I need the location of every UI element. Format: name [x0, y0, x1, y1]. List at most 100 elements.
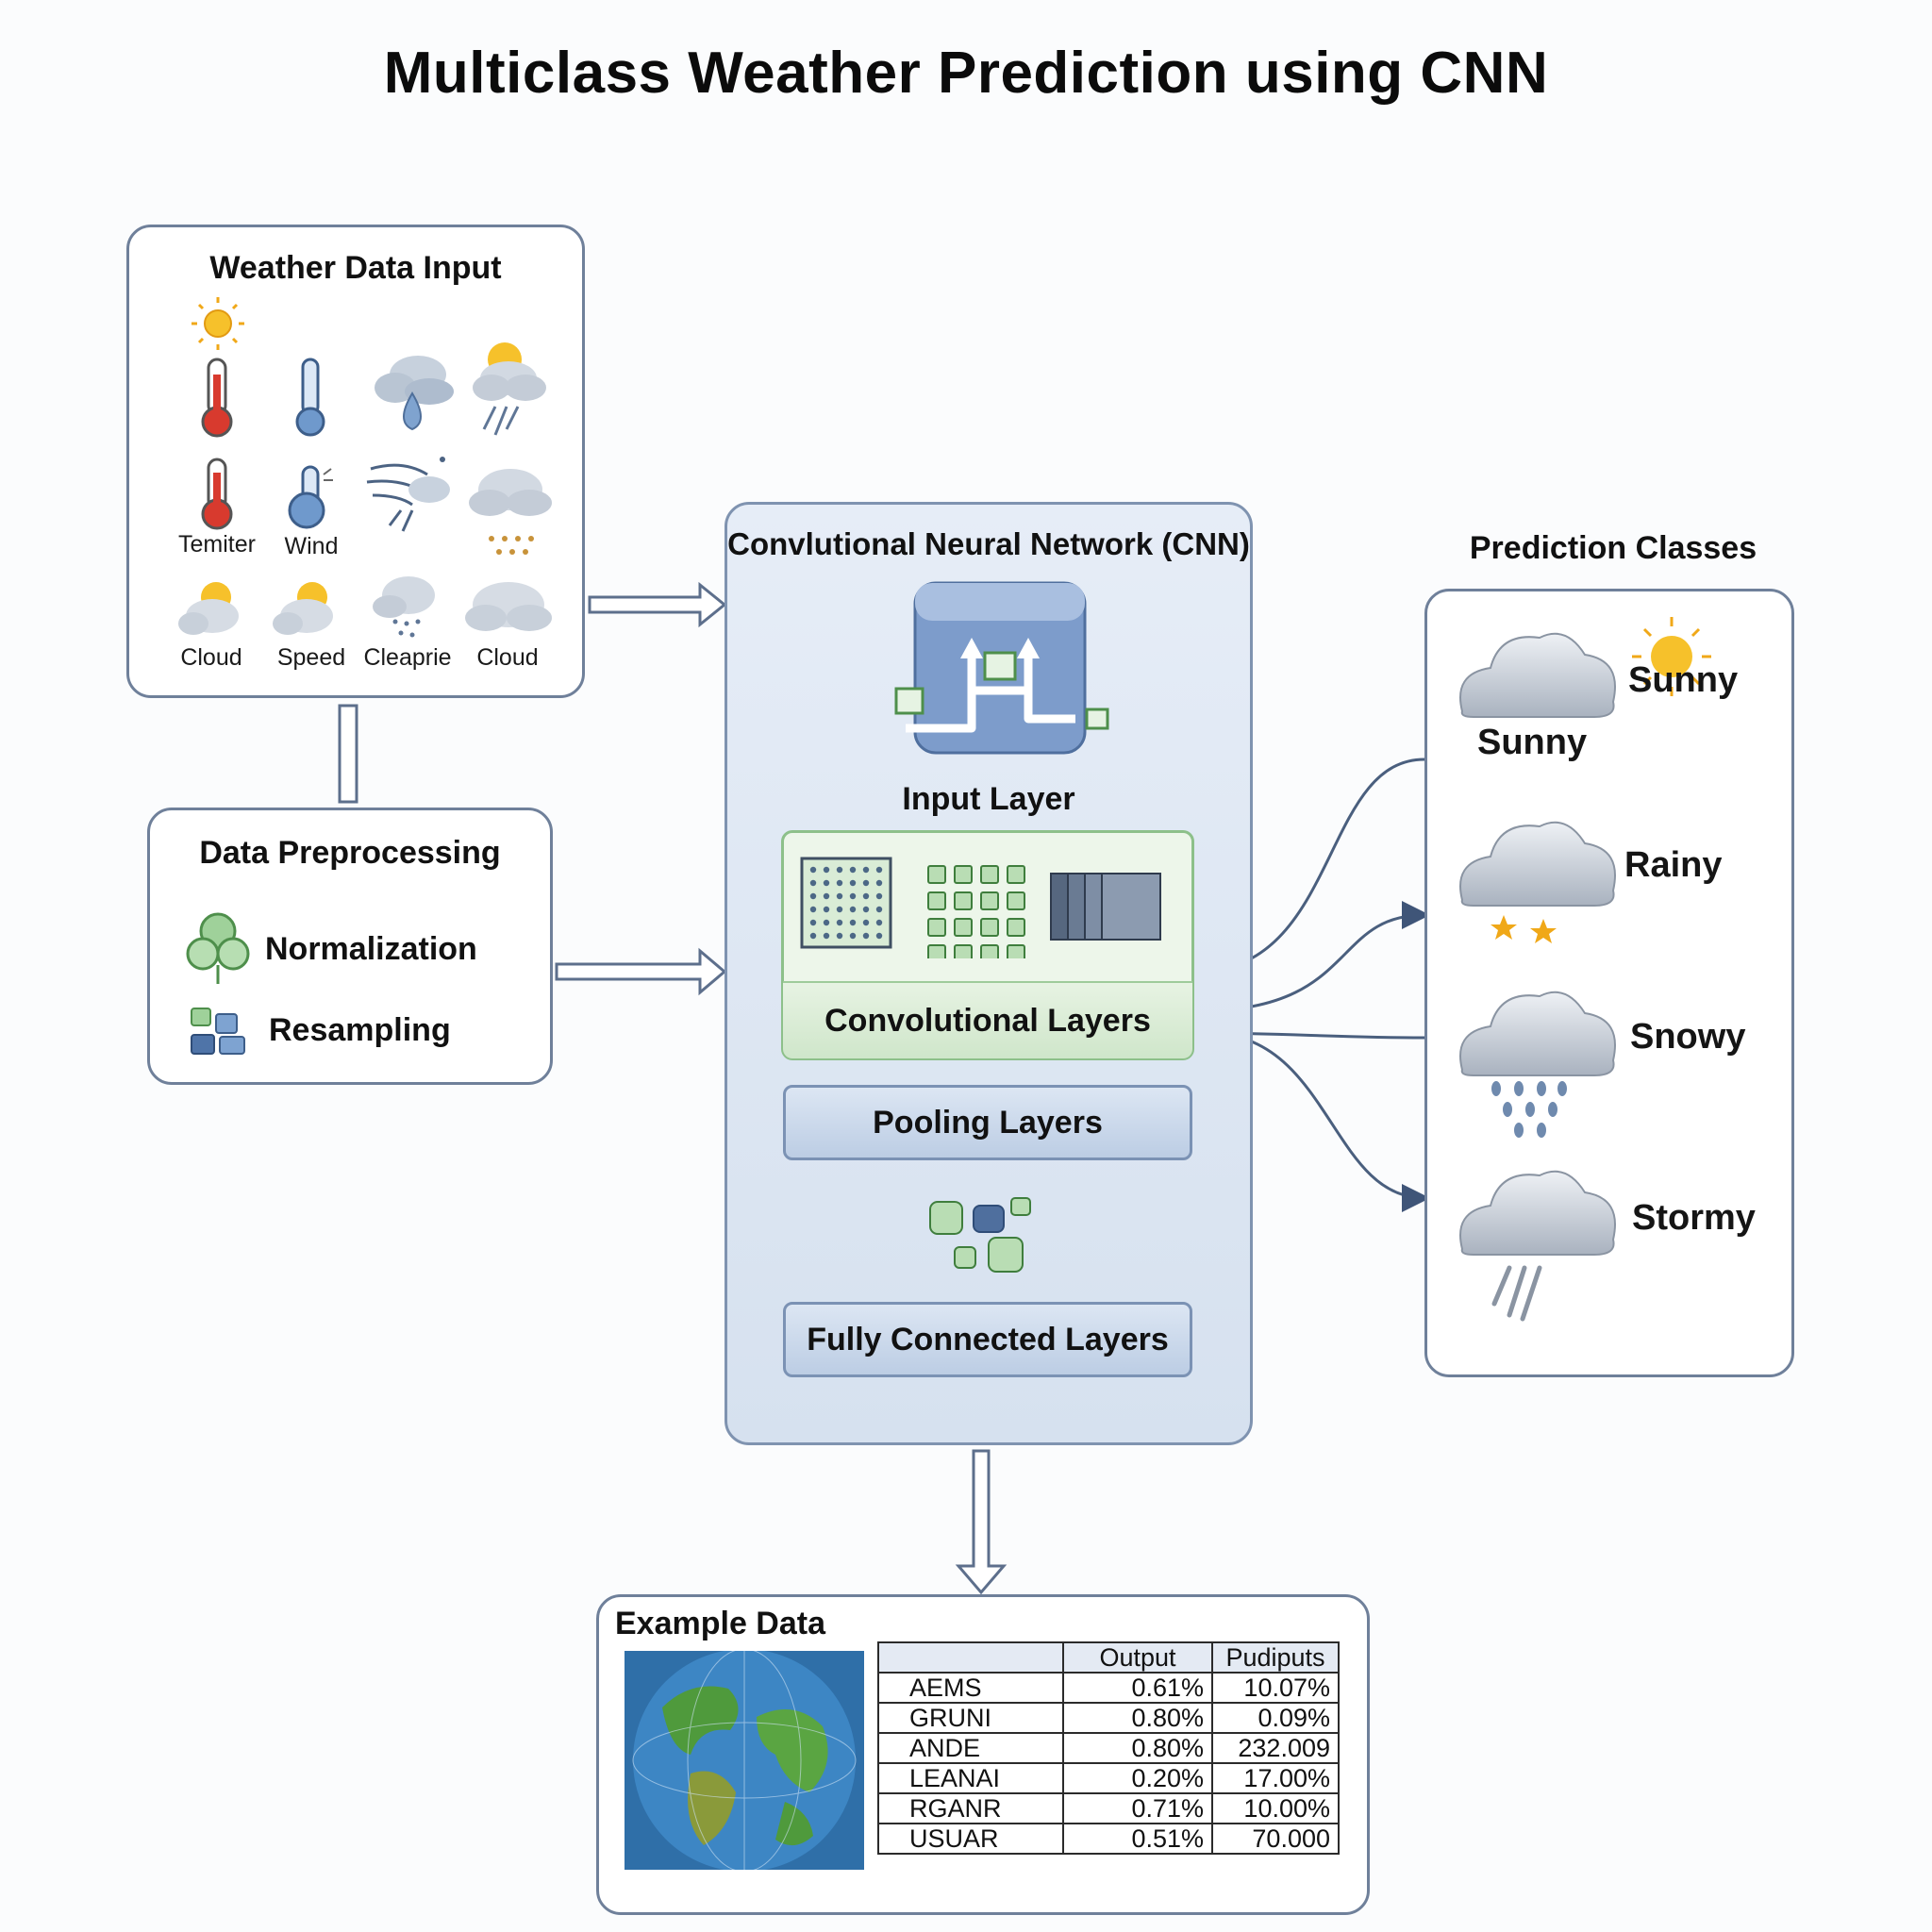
grid-dot	[836, 866, 843, 874]
preprocessing-item-resampling: Resampling	[269, 1012, 451, 1048]
grid-dot	[862, 906, 870, 913]
input-layer-network-icon	[894, 581, 1109, 755]
icon-label-speed: Speed	[276, 644, 346, 671]
wind-cloud-icon	[366, 457, 450, 532]
preprocessing-title: Data Preprocessing	[199, 835, 501, 871]
thermometer-blue-icon-2	[288, 465, 333, 529]
sun-cloud-rain-icon	[473, 342, 546, 436]
example-data-title: Example Data	[615, 1606, 825, 1641]
kernel-cell	[1007, 891, 1025, 910]
kernel-cell	[954, 865, 973, 884]
grid-dot	[809, 919, 817, 926]
fully-connected-nodes-icon	[929, 1197, 1031, 1273]
prediction-label-sunny: Sunny	[1477, 723, 1588, 762]
table-cell: 0.51%	[1062, 1823, 1213, 1855]
kernel-cell	[927, 865, 946, 884]
kernel-cell	[1007, 865, 1025, 884]
conv-kernel-grid	[927, 865, 1025, 958]
kernel-cell	[927, 891, 946, 910]
weather-input-panel: Weather Data Input	[126, 225, 585, 698]
grid-dot	[823, 879, 830, 887]
table-cell: 232.009	[1211, 1732, 1340, 1764]
icon-label-cloud: Cloud	[180, 644, 242, 671]
hollow-arrow-preproc-to-cnn	[555, 947, 727, 996]
cloud-icon-stormy	[1459, 1170, 1616, 1322]
grid-dot	[836, 919, 843, 926]
thermometer-blue-icon	[295, 358, 325, 437]
grid-dot	[875, 932, 883, 940]
sun-icon-sunny	[1632, 617, 1711, 696]
sun-cloud-icon-1	[178, 582, 239, 635]
grid-dot	[849, 879, 857, 887]
table-cell: USUAR	[877, 1823, 1064, 1855]
grid-dot	[836, 879, 843, 887]
kernel-cell	[954, 944, 973, 958]
kernel-cell	[980, 891, 999, 910]
preprocessing-icons	[186, 912, 250, 1055]
grid-dot	[836, 932, 843, 940]
table-cell: AEMS	[877, 1672, 1064, 1704]
grid-dot	[862, 892, 870, 900]
grid-dot	[823, 892, 830, 900]
grid-dot	[849, 892, 857, 900]
globe-image	[625, 1651, 864, 1870]
grid-dot	[875, 892, 883, 900]
table-cell: 0.71%	[1062, 1792, 1213, 1824]
cloud-rain-dots-icon	[469, 469, 552, 555]
cloud-icon-snowy	[1459, 991, 1616, 1138]
table-cell: 10.07%	[1211, 1672, 1340, 1704]
grid-dot	[849, 932, 857, 940]
fully-connected-layers-box: Fully Connected Layers	[783, 1302, 1192, 1377]
hollow-arrow-input-to-cnn	[588, 581, 727, 628]
normalization-icon	[186, 912, 250, 984]
table-header-cell	[877, 1641, 1064, 1674]
table-header-row: Output Pudiputs	[877, 1641, 1340, 1674]
grid-dot	[875, 906, 883, 913]
preprocessing-panel: Data Preprocessing Normalization Resampl…	[147, 808, 553, 1085]
table-row: AEMS 0.61% 10.07%	[877, 1672, 1340, 1704]
cloud-icon-sunny	[1459, 632, 1616, 718]
prediction-class-icons	[1459, 617, 1711, 1322]
table-cell: 0.61%	[1062, 1672, 1213, 1704]
hollow-arrow-cnn-to-example	[955, 1449, 1008, 1595]
cnn-title: Convlutional Neural Network (CNN)	[727, 526, 1250, 561]
grid-dot	[823, 906, 830, 913]
snow-cloud-icon	[373, 576, 435, 638]
sun-icon	[192, 297, 244, 350]
grid-dot	[809, 866, 817, 874]
table-row: USUAR 0.51% 70.000	[877, 1823, 1340, 1855]
grid-dot	[836, 892, 843, 900]
cloud-drop-icon	[375, 356, 454, 431]
kernel-cell	[927, 918, 946, 937]
sun-cloud-icon-2	[273, 582, 333, 635]
grid-dot	[862, 879, 870, 887]
grid-dot	[809, 906, 817, 913]
example-data-table: Output Pudiputs AEMS 0.61% 10.07% GRUNI …	[877, 1641, 1340, 1855]
table-cell: 10.00%	[1211, 1792, 1340, 1824]
grid-dot	[849, 919, 857, 926]
table-cell: 17.00%	[1211, 1762, 1340, 1794]
kernel-cell	[1007, 918, 1025, 937]
grid-dot	[809, 932, 817, 940]
grid-dot	[823, 919, 830, 926]
preprocessing-item-normalization: Normalization	[265, 931, 477, 967]
grid-dot	[849, 866, 857, 874]
thermometer-red-icon-2	[201, 458, 233, 530]
kernel-cell	[1007, 944, 1025, 958]
grid-dot	[875, 866, 883, 874]
kernel-cell	[980, 865, 999, 884]
cloud-icon-rainy	[1459, 821, 1616, 943]
table-cell: GRUNI	[877, 1702, 1064, 1734]
convolution-feature-maps-icon	[800, 857, 1161, 958]
grid-dot	[823, 932, 830, 940]
prediction-label-rainy: Rainy	[1624, 845, 1723, 885]
grid-dot	[823, 866, 830, 874]
grid-dot	[862, 919, 870, 926]
grid-dot	[836, 906, 843, 913]
kernel-cell	[954, 918, 973, 937]
icon-label-cleaprie: Cleaprie	[363, 644, 452, 671]
table-cell: 70.000	[1211, 1823, 1340, 1855]
weather-input-title: Weather Data Input	[209, 250, 502, 286]
grid-dot	[809, 892, 817, 900]
diagram-title: Multiclass Weather Prediction using CNN	[383, 41, 1549, 106]
